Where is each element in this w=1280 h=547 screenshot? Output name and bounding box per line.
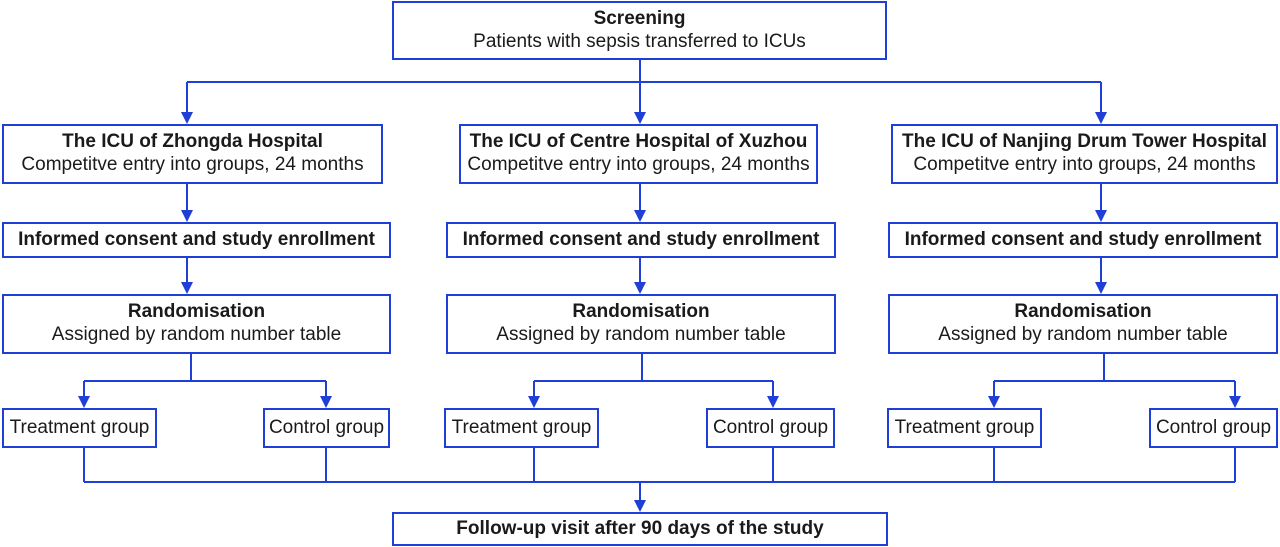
consent-label: Informed consent and study enrollment bbox=[18, 228, 375, 250]
consent-label: Informed consent and study enrollment bbox=[462, 228, 820, 250]
followup-box: Follow-up visit after 90 days of the stu… bbox=[392, 512, 888, 546]
consent-box: Informed consent and study enrollment bbox=[2, 222, 391, 258]
site-box-nanjing: The ICU of Nanjing Drum Tower Hospital C… bbox=[891, 124, 1278, 184]
control-group-label: Control group bbox=[268, 416, 385, 438]
randomisation-subtitle: Assigned by random number table bbox=[938, 324, 1228, 345]
randomisation-title: Randomisation bbox=[572, 301, 710, 323]
randomisation-box: Randomisation Assigned by random number … bbox=[446, 294, 836, 354]
randomisation-title: Randomisation bbox=[1014, 301, 1152, 323]
site-subtitle: Competitve entry into groups, 24 months bbox=[21, 154, 364, 175]
site-box-zhongda: The ICU of Zhongda Hospital Competitve e… bbox=[2, 124, 383, 184]
treatment-group-label: Treatment group bbox=[894, 416, 1035, 438]
site-subtitle: Competitve entry into groups, 24 months bbox=[913, 154, 1256, 175]
screening-title: Screening bbox=[593, 7, 686, 29]
randomisation-box: Randomisation Assigned by random number … bbox=[888, 294, 1278, 354]
consent-box: Informed consent and study enrollment bbox=[888, 222, 1278, 258]
screening-subtitle: Patients with sepsis transferred to ICUs bbox=[473, 30, 806, 52]
screening-box: Screening Patients with sepsis transferr… bbox=[392, 1, 887, 60]
site-subtitle: Competitve entry into groups, 24 months bbox=[467, 154, 810, 175]
site-title: The ICU of Centre Hospital of Xuzhou bbox=[469, 131, 808, 153]
control-group-box: Control group bbox=[263, 408, 390, 448]
control-group-label: Control group bbox=[1155, 416, 1272, 438]
randomisation-subtitle: Assigned by random number table bbox=[51, 324, 342, 345]
treatment-group-box: Treatment group bbox=[2, 408, 157, 448]
site-title: The ICU of Nanjing Drum Tower Hospital bbox=[902, 131, 1267, 153]
treatment-group-label: Treatment group bbox=[9, 416, 150, 438]
treatment-group-box: Treatment group bbox=[887, 408, 1042, 448]
site-title: The ICU of Zhongda Hospital bbox=[62, 131, 323, 153]
treatment-group-box: Treatment group bbox=[444, 408, 599, 448]
followup-label: Follow-up visit after 90 days of the stu… bbox=[456, 517, 824, 539]
randomisation-subtitle: Assigned by random number table bbox=[496, 324, 786, 345]
consent-label: Informed consent and study enrollment bbox=[904, 228, 1262, 250]
control-group-box: Control group bbox=[1149, 408, 1278, 448]
treatment-group-label: Treatment group bbox=[451, 416, 592, 438]
control-group-label: Control group bbox=[712, 416, 829, 438]
consent-box: Informed consent and study enrollment bbox=[446, 222, 836, 258]
randomisation-box: Randomisation Assigned by random number … bbox=[2, 294, 391, 354]
randomisation-title: Randomisation bbox=[127, 301, 266, 323]
site-box-xuzhou: The ICU of Centre Hospital of Xuzhou Com… bbox=[459, 124, 818, 184]
control-group-box: Control group bbox=[706, 408, 835, 448]
